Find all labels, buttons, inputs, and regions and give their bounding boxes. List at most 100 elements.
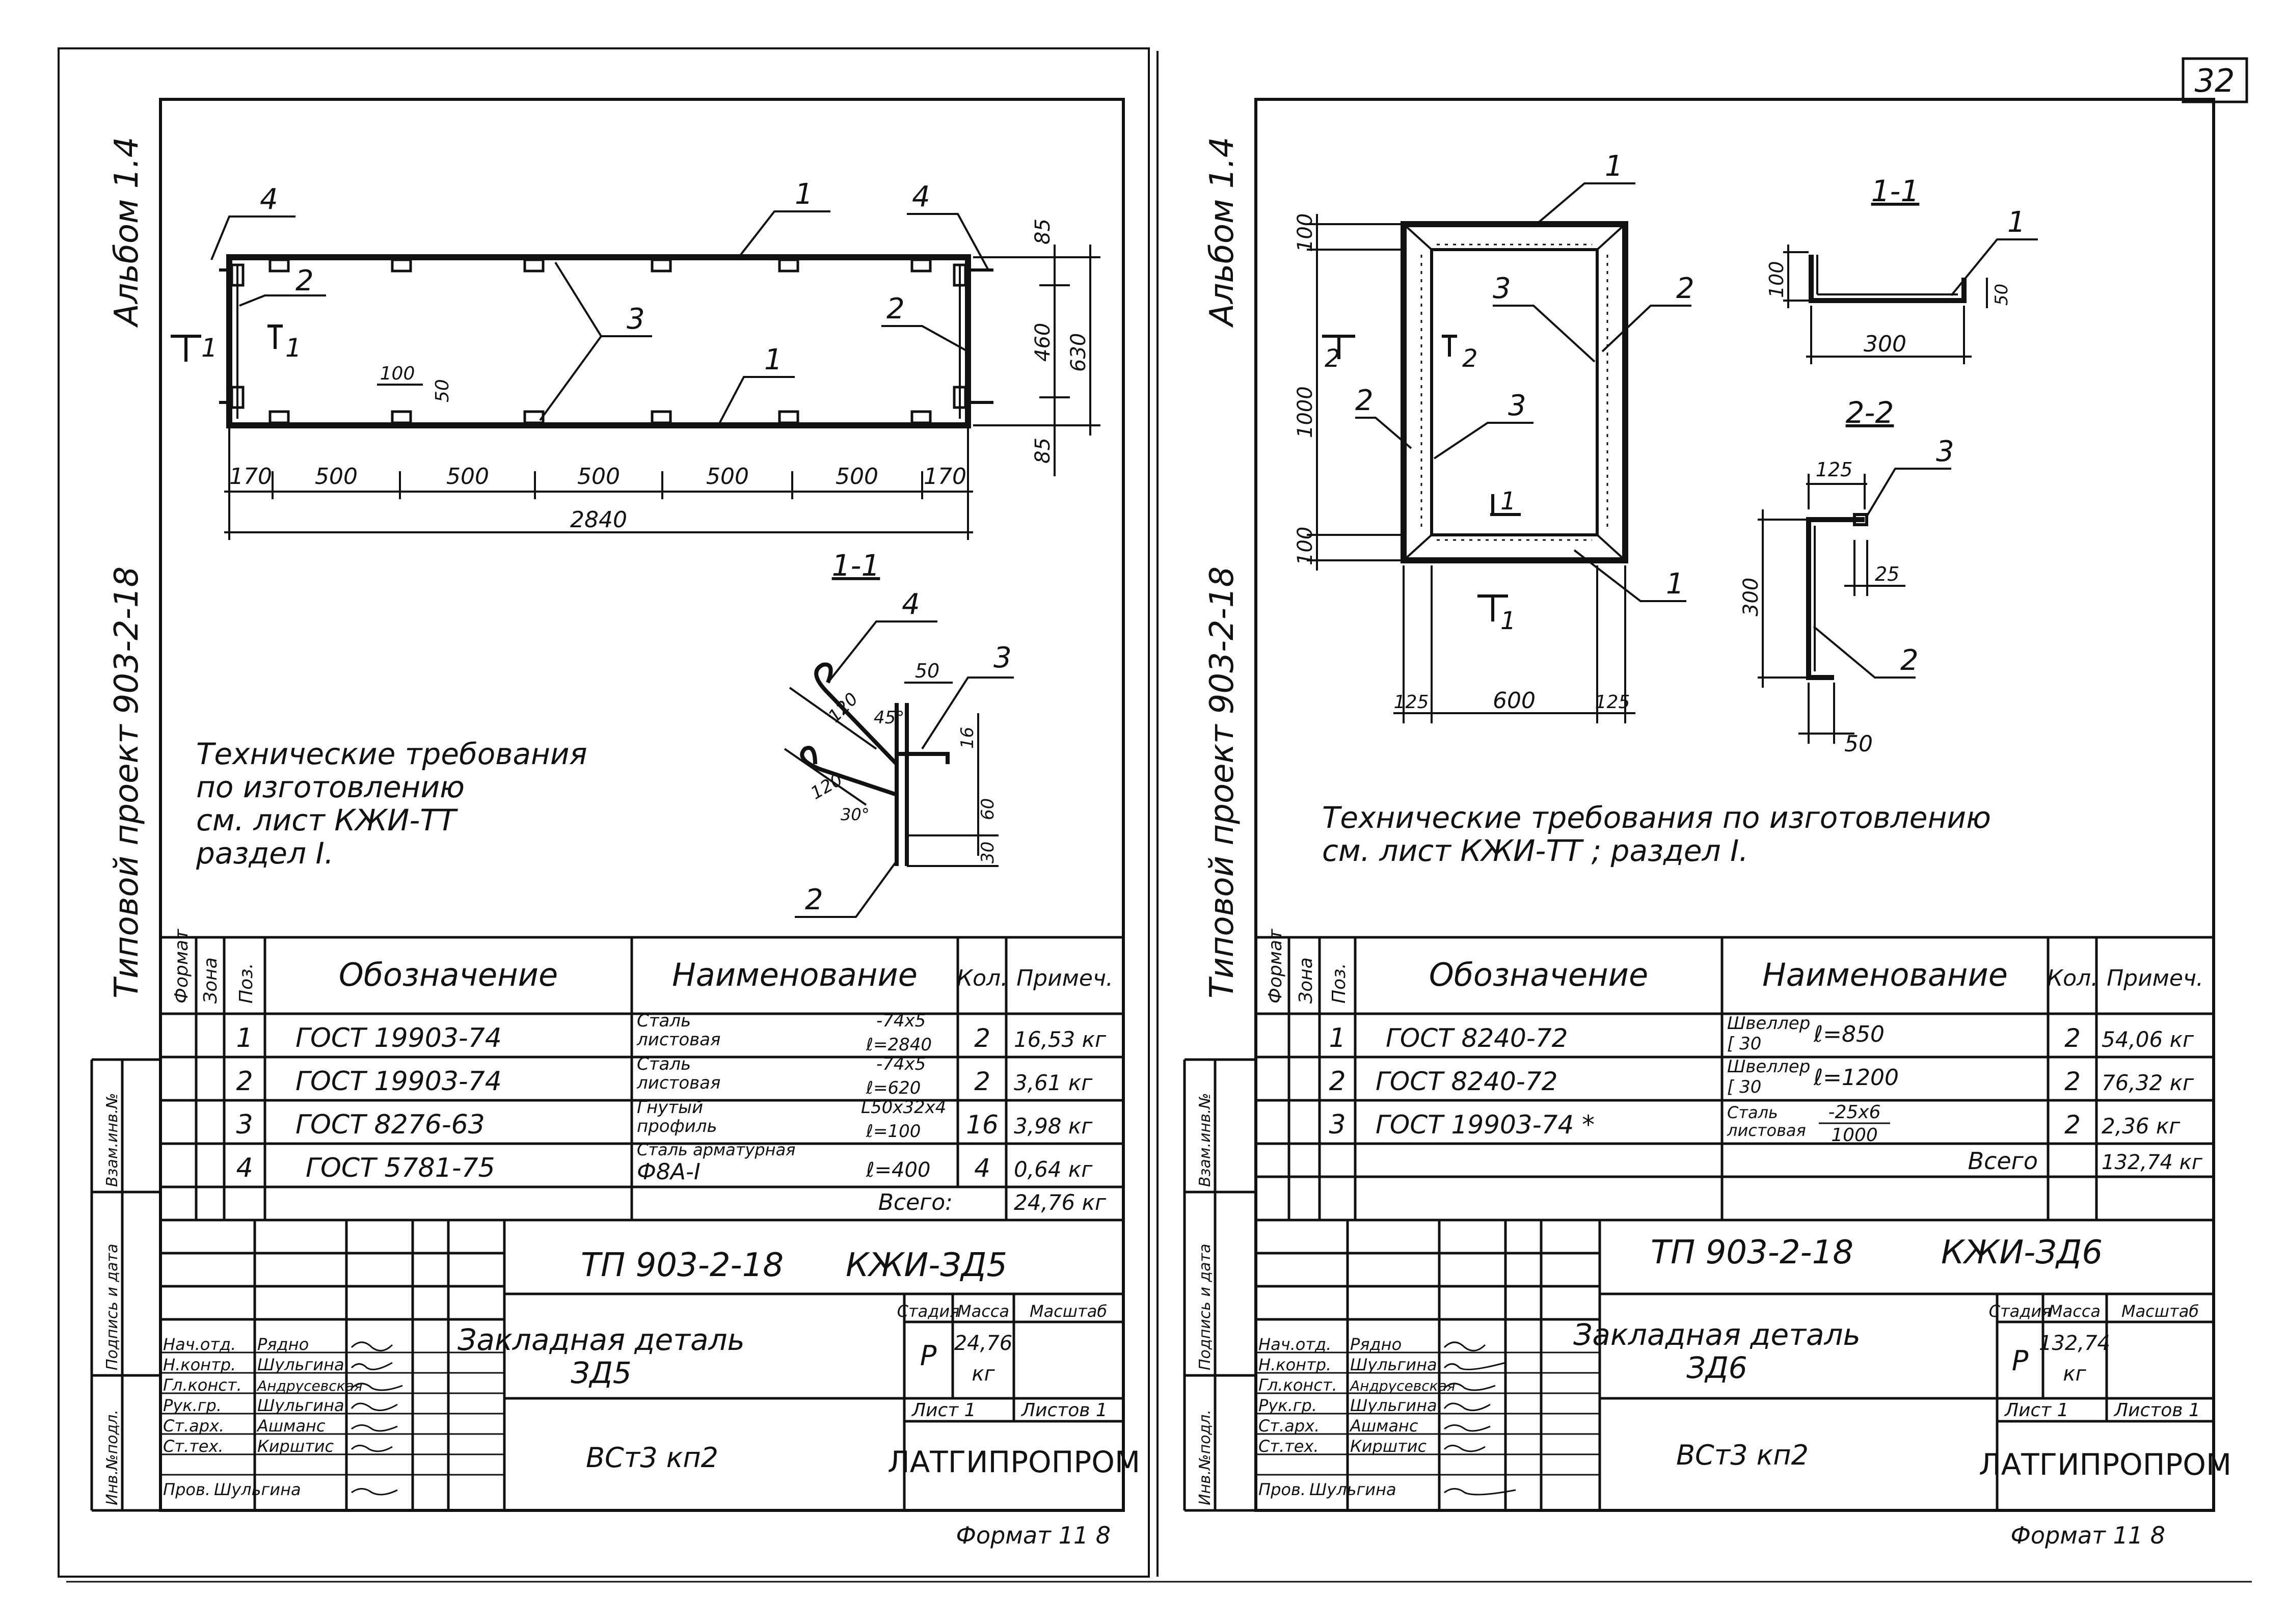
left-stamp-sheet: Лист 1 <box>911 1400 976 1421</box>
right-stamp-hdr-stage: Стадия <box>1989 1302 2052 1321</box>
right-hdr-note: Примеч. <box>2107 965 2203 991</box>
right-project-label: Типовой проект 903-2-18 <box>1203 566 1241 998</box>
plan-label-3: 3 <box>627 303 645 336</box>
right-spec-headers: Формат Зона Поз. Обозначение Наименовани… <box>1265 929 2203 1004</box>
right-row3-qty: 2 <box>2064 1110 2081 1140</box>
right-row3-name3: -25х6 <box>1828 1102 1880 1123</box>
right-side-field-2: Инв.№подл. <box>1196 1410 1214 1505</box>
plan-label-4a: 4 <box>260 183 278 216</box>
left-stamp-title-2: ЗД5 <box>571 1356 631 1390</box>
left-row4-pos: 4 <box>236 1153 253 1183</box>
right-stamp-format: Формат 11 8 <box>2010 1522 2165 1549</box>
left-name-4: Ашманс <box>256 1416 326 1436</box>
right-section-2-2: 2-2 3 2 125 300 25 50 <box>1739 395 1954 757</box>
rplan-label-3b: 3 <box>1508 389 1526 422</box>
left-row3-des: ГОСТ 8276-63 <box>295 1109 485 1140</box>
sheet-number: 32 <box>2195 62 2235 99</box>
left-plan-right-dims: 85 460 630 85 <box>1031 219 1090 464</box>
right-stamp-org: ЛАТГИПРОПРОМ <box>1979 1447 2231 1482</box>
left-section-dims: 50 45° 120 16 120 30° 60 30 <box>808 660 999 863</box>
rplan-label-3a: 3 <box>1493 272 1511 305</box>
right-row1-pos: 1 <box>1329 1023 1346 1053</box>
dim-bottom-0: 170 <box>229 464 272 490</box>
right-row2-qty: 2 <box>2064 1067 2081 1096</box>
left-row3-name3: L50х32х4 <box>861 1097 946 1118</box>
section-label-4: 4 <box>902 588 920 621</box>
left-total-label: Всего: <box>878 1189 953 1215</box>
right-row3-name2: листовая <box>1727 1121 1806 1140</box>
right-signatures <box>1443 1341 1516 1496</box>
right-tech-line-2: см. лист КЖИ-ТТ ; раздел I. <box>1322 833 1748 868</box>
plan-label-1a: 1 <box>795 178 813 211</box>
left-spec-table: Формат Зона Поз. Обозначение Наименовани… <box>160 929 1123 1222</box>
left-row1-name2: листовая <box>636 1030 720 1050</box>
left-row2-des: ГОСТ 19903-74 <box>295 1066 502 1097</box>
dim-bottom-5: 500 <box>836 464 878 490</box>
left-hdr-format: Формат <box>171 929 192 1004</box>
right-stamp-title-2: ЗД6 <box>1686 1350 1747 1385</box>
dim-plate-width: 100 <box>380 363 415 384</box>
right-section-1-1: 1-1 1 100 300 50 <box>1765 174 2038 364</box>
left-hdr-designation: Обозначение <box>339 956 558 993</box>
left-section-title: 1-1 <box>832 548 880 583</box>
right-hdr-designation: Обозначение <box>1429 956 1648 993</box>
rsec1-dim-300: 300 <box>1864 331 1906 357</box>
left-tech-line-4: раздел I. <box>196 836 334 871</box>
left-checked-name: Шульгина <box>214 1480 301 1499</box>
right-title-block: ТП 903-2-18 КЖИ-ЗД6 Закладная деталь ЗД6… <box>1183 1058 2231 1549</box>
left-row1-note: 16,53 кг <box>1014 1027 1107 1052</box>
rplan-cut-1b: 1 <box>1500 607 1516 635</box>
left-total-value: 24,76 кг <box>1014 1190 1107 1215</box>
right-checked-role: Пров. <box>1258 1480 1306 1499</box>
left-hdr-pos: Поз. <box>236 963 257 1004</box>
right-role-5: Ст.тех. <box>1258 1437 1319 1456</box>
rdim-bottom-0: 125 <box>1394 692 1429 713</box>
section-label-3: 3 <box>993 641 1012 674</box>
plan-label-4b: 4 <box>912 180 930 213</box>
right-row1-note: 54,06 кг <box>2102 1027 2194 1052</box>
left-row2-name1: Сталь <box>637 1054 691 1074</box>
left-role-3: Рук.гр. <box>163 1396 222 1415</box>
right-row1-name3: ℓ=850 <box>1813 1021 1885 1047</box>
right-row1-name2: [ 30 <box>1727 1034 1761 1054</box>
left-plan-view: 4 1 4 2 3 2 1 1 1 170 500 500 500 <box>171 178 1100 540</box>
dim-right-mid: 460 <box>1031 323 1055 362</box>
table-row: 2 ГОСТ 8240-72 Швеллер [ 30 ℓ=1200 2 76,… <box>1329 1057 2194 1097</box>
rplan-cut-2a: 2 <box>1325 344 1340 373</box>
right-stamp-title-1: Закладная деталь <box>1573 1317 1861 1352</box>
right-row3-des: ГОСТ 19903-74 * <box>1376 1110 1595 1140</box>
plan-cut-mark-1b: 1 <box>285 333 302 363</box>
right-row3-name1: Сталь <box>1727 1103 1778 1122</box>
right-name-5: Кирштис <box>1350 1437 1427 1456</box>
left-section-1-1: 1-1 4 3 2 50 <box>784 548 1014 918</box>
right-name-2: Андрусевская <box>1349 1377 1456 1394</box>
right-role-4: Ст.арх. <box>1258 1416 1320 1436</box>
rdim-bottom-1: 600 <box>1493 688 1536 714</box>
rsec2-label-2: 2 <box>1900 644 1919 677</box>
left-row3-name2: профиль <box>637 1116 717 1136</box>
table-row: 1 ГОСТ 8240-72 Швеллер [ 30 ℓ=850 2 54,0… <box>1329 1013 2194 1054</box>
left-name-0: Рядно <box>257 1335 309 1354</box>
right-album-label: Альбом 1.4 <box>1203 137 1241 328</box>
left-stamp-stage: Р <box>920 1340 937 1372</box>
left-stamp-code: ТП 903-2-18 <box>581 1247 784 1284</box>
right-total-label: Всего <box>1968 1147 2038 1175</box>
left-stamp-mark: КЖИ-ЗД5 <box>846 1247 1007 1284</box>
right-side-field-0: Взам.инв.№ <box>1196 1093 1214 1187</box>
right-row3-note: 2,36 кг <box>2102 1114 2181 1139</box>
left-title-block: ТП 903-2-18 КЖИ-ЗД5 Закладная деталь ЗД5… <box>90 1058 1140 1549</box>
left-checked-role: Пров. <box>163 1480 210 1499</box>
rplan-cut-2b: 2 <box>1462 344 1478 373</box>
left-name-3: Шульгина <box>257 1396 344 1415</box>
left-hdr-name: Наименование <box>672 956 918 993</box>
table-row: 2 ГОСТ 19903-74 Сталь листовая -74х5 ℓ=6… <box>236 1054 1093 1098</box>
left-row1-name3: -74х5 <box>876 1011 926 1031</box>
plan-label-2a: 2 <box>295 264 314 297</box>
left-name-1: Шульгина <box>257 1355 344 1374</box>
dim-bottom-3: 500 <box>577 464 620 490</box>
section-dim-30deg: 30° <box>841 805 870 824</box>
left-row4-name2: Ф8А-I <box>637 1159 701 1185</box>
right-total-value: 132,74 кг <box>2102 1151 2203 1174</box>
